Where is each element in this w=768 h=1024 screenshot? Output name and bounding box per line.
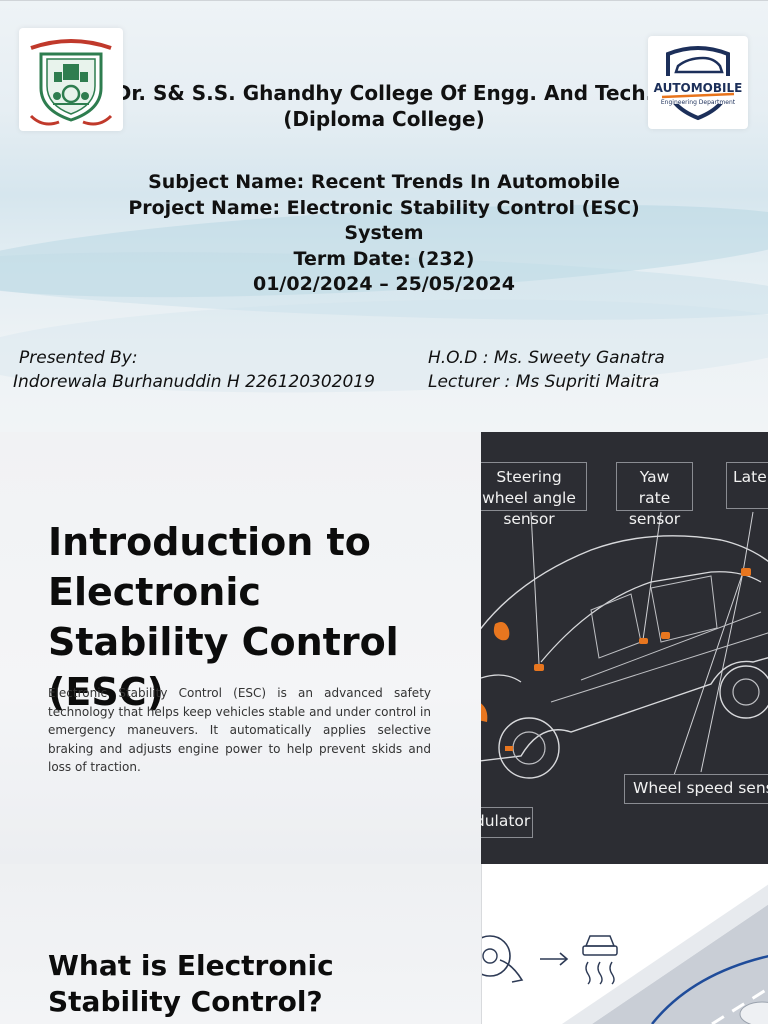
- subject-name: Subject Name: Recent Trends In Automobil…: [148, 171, 620, 193]
- logo-brand-text: AUTOMOBILE: [654, 81, 743, 95]
- what-is-text-panel: [0, 864, 481, 1024]
- lecturer-name: Lecturer : Ms Supriti Maitra: [428, 371, 660, 392]
- college-type: (Diploma College): [283, 107, 485, 131]
- title-slide: Dr. S& S.S. Ghandhy College Of Engg. And…: [0, 0, 768, 432]
- wheel-speed-sensor-label: Wheel speed sensor: [624, 774, 768, 804]
- automobile-shield-icon: AUTOMOBILE Engineering Department: [654, 46, 743, 121]
- car-outline-icon: [481, 511, 768, 785]
- esc-sensor-diagram: Steering wheel angle sensor Yaw rate sen…: [481, 432, 768, 864]
- project-name-cont: System: [344, 222, 424, 244]
- what-is-title: What is Electronic Stability Control?: [48, 949, 334, 1018]
- college-crest-icon: [29, 39, 113, 126]
- what-is-esc-slide: What is Electronic Stability Control?: [0, 864, 768, 1024]
- intro-text-panel: [0, 432, 481, 864]
- modulator-label: Modulator: [481, 807, 533, 838]
- college-name: Dr. S& S.S. Ghandhy College Of Engg. And…: [114, 81, 654, 105]
- college-heading: Dr. S& S.S. Ghandhy College Of Engg. And…: [0, 80, 768, 132]
- steering-angle-sensor-label: Steering wheel angle sensor: [481, 462, 587, 528]
- lateral-sensor-label: Lateral: [726, 462, 768, 509]
- automobile-department-logo: AUTOMOBILE Engineering Department: [648, 36, 748, 129]
- introduction-slide: Introduction to Electronic Stability Con…: [0, 432, 768, 864]
- faculty-block: H.O.D : Ms. Sweety Ganatra Lecturer : Ms…: [428, 347, 665, 394]
- presenter-block: Presented By: Indorewala Burhanuddin H 2…: [13, 347, 375, 394]
- logo-department-text: Engineering Department: [661, 99, 736, 106]
- steering-wheel-icon: [482, 935, 524, 983]
- esc-illustration: [481, 864, 768, 1024]
- yaw-rate-sensor-label: Yaw rate sensor: [616, 462, 693, 528]
- intro-body: Electronic Stability Control (ESC) is an…: [48, 686, 431, 775]
- arrow-right-icon: [540, 952, 569, 966]
- term-label: Term Date: (232): [293, 247, 475, 270]
- college-logo: [19, 28, 123, 131]
- hod-name: H.O.D : Ms. Sweety Ganatra: [428, 348, 665, 368]
- skidding-car-icon: [582, 935, 618, 985]
- presented-by-label: Presented By:: [19, 348, 138, 368]
- term-dates: 01/02/2024 – 25/05/2024: [252, 273, 515, 295]
- intro-title: Introduction to Electronic Stability Con…: [48, 520, 399, 714]
- presenter-name: Indorewala Burhanuddin H 226120302019: [13, 371, 375, 392]
- project-name: Project Name: Electronic Stability Contr…: [128, 196, 640, 219]
- subject-block: Subject Name: Recent Trends In Automobil…: [60, 170, 708, 298]
